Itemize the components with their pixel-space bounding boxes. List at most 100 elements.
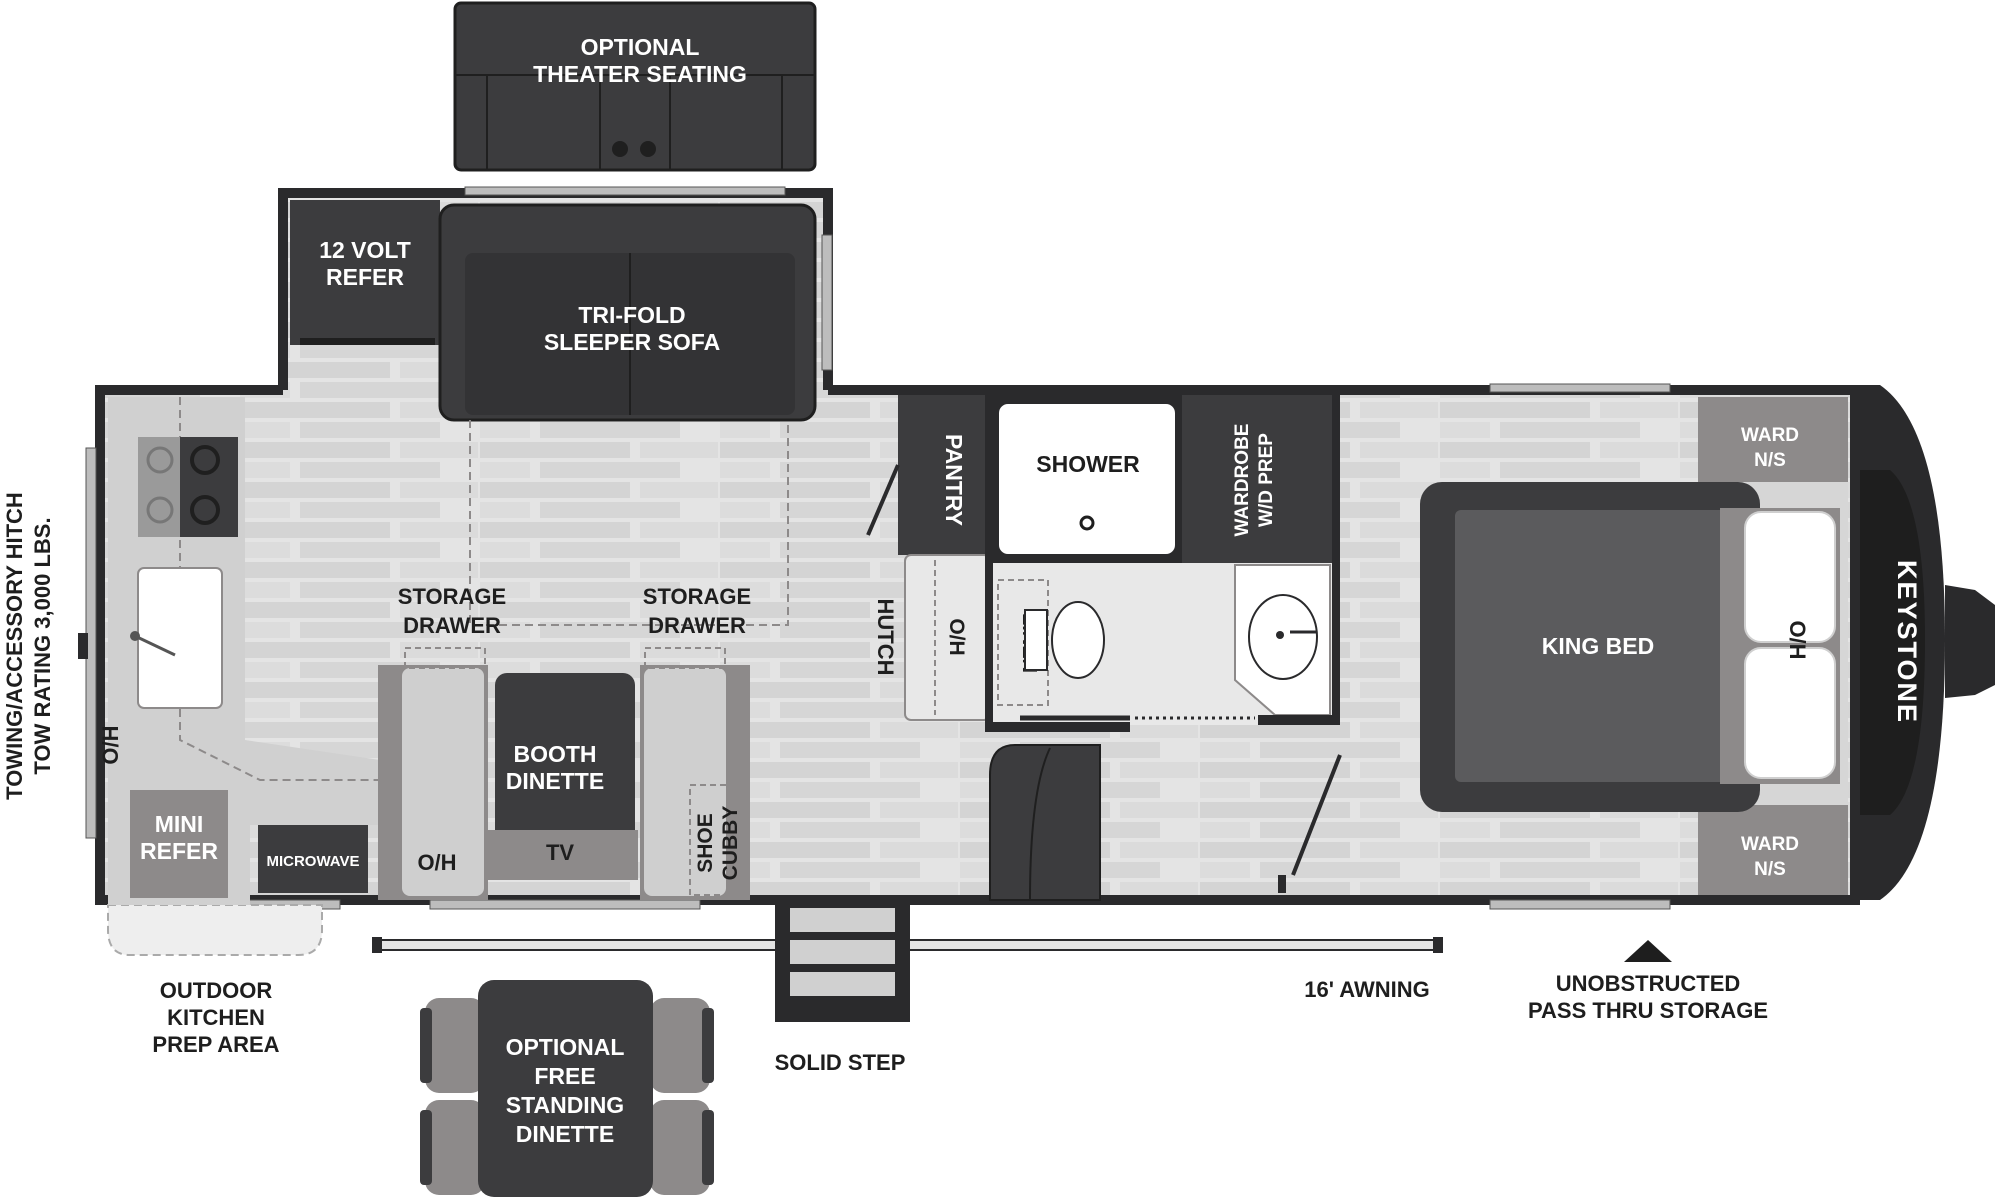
pass-thru-label: UNOBSTRUCTED <box>1556 971 1741 996</box>
storage-drawer-label: STORAGE <box>398 584 506 609</box>
pantry-hutch: PANTRY O/H HUTCH <box>866 395 991 721</box>
outdoor-kitchen-label: OUTDOOR <box>160 978 273 1003</box>
ward-bottom-label: WARD <box>1741 834 1799 855</box>
outdoor-kitchen-label: PREP AREA <box>152 1032 279 1057</box>
pantry-door <box>866 464 900 536</box>
drawer-outline <box>644 647 726 669</box>
window-dinette-bottom <box>429 899 701 910</box>
burner-icon <box>146 446 174 474</box>
12-volt-refer <box>290 200 440 345</box>
sofa-label: SLEEPER SOFA <box>544 329 720 355</box>
bath-wall <box>1332 395 1340 725</box>
dinette-oh-label: O/H <box>417 850 456 875</box>
theater-label: OPTIONAL <box>581 34 700 60</box>
wardrobe-label: W/D PREP <box>1256 433 1277 527</box>
booth-dinette-label: DINETTE <box>506 768 604 794</box>
drawer-outline <box>404 647 486 669</box>
pantry <box>898 395 988 555</box>
bedroom: WARD N/S WARD N/S KING BED O/H <box>1420 397 1848 895</box>
bath-wall <box>1258 715 1338 725</box>
wardrobe-bottom <box>1698 805 1848 895</box>
burner-icon <box>190 495 220 525</box>
slideout-top-window <box>464 186 786 196</box>
12-volt-refer-label: REFER <box>326 264 404 290</box>
toilet <box>1051 601 1105 679</box>
mini-refer-label: MINI <box>155 811 204 837</box>
booth-dinette: BOOTH DINETTE TV O/H SHOE CUBBY <box>378 647 750 900</box>
12-volt-refer-label: 12 VOLT <box>319 237 411 263</box>
ward-top-label: N/S <box>1754 450 1786 471</box>
kitchen-oh-label: O/H <box>98 725 123 764</box>
brand-logo: KEYSTONE <box>1892 560 1922 724</box>
ward-top-label: WARD <box>1741 425 1799 446</box>
entry-door-swing <box>1029 747 1051 901</box>
sofa-label: TRI-FOLD <box>578 302 685 328</box>
shoe-cubby-label: SHOE <box>694 813 717 873</box>
door-stop <box>1278 875 1286 893</box>
microwave <box>258 825 368 893</box>
storage-drawer-label: DRAWER <box>648 613 746 638</box>
chair <box>425 998 485 1093</box>
king-bed-label: KING BED <box>1542 633 1654 659</box>
mini-refer-label: REFER <box>140 838 218 864</box>
drain-icon <box>1276 631 1284 639</box>
free-dinette-label: OPTIONAL <box>506 1034 625 1060</box>
pass-thru-label: PASS THRU STORAGE <box>1528 998 1768 1023</box>
kitchen: MINI REFER MICROWAVE O/H <box>98 397 380 905</box>
wardrobe-top <box>1698 397 1848 482</box>
pantry-label: PANTRY <box>941 434 967 526</box>
tv <box>488 830 638 880</box>
hutch-label: HUTCH <box>873 599 898 676</box>
slideout-side-window <box>821 234 833 371</box>
tv-label: TV <box>546 840 574 865</box>
drain-icon <box>1079 515 1095 531</box>
theater-label: THEATER SEATING <box>533 61 747 87</box>
dinette-bench-cushion <box>644 668 726 896</box>
mattress <box>1455 510 1745 782</box>
free-dinette-label: FREE <box>534 1063 595 1089</box>
solid-step-label: SOLID STEP <box>775 1050 906 1075</box>
storage-drawer-label: DRAWER <box>403 613 501 638</box>
triangle-up-icon <box>1624 940 1672 962</box>
entry-door <box>989 744 1101 901</box>
window-bedroom-bottom <box>1489 899 1671 910</box>
cupholder-icon <box>640 141 656 157</box>
hitch-label: TOW RATING 3,000 LBS. <box>30 517 55 774</box>
shower-label: SHOWER <box>1036 451 1140 477</box>
shoe-cubby <box>689 784 746 896</box>
sink <box>137 567 223 709</box>
bath-wall <box>985 722 1130 732</box>
solid-step <box>775 900 910 1022</box>
shower <box>997 402 1177 556</box>
bedroom-door <box>1291 754 1342 876</box>
bed-oh-label: O/H <box>1785 620 1810 659</box>
storage-drawer-label: STORAGE <box>643 584 751 609</box>
window-bedroom-top <box>1489 383 1671 393</box>
outdoor-kitchen-label: KITCHEN <box>167 1005 265 1030</box>
pillow <box>1744 647 1836 779</box>
chair <box>650 1100 710 1195</box>
hitch-label: TOWING/ACCESSORY HITCH <box>2 492 27 800</box>
burner-icon <box>190 445 220 475</box>
mini-refer <box>130 790 228 898</box>
free-dinette-table <box>478 980 653 1197</box>
pillow <box>1744 511 1836 643</box>
wardrobe-label: WARDROBE <box>1232 424 1253 537</box>
bath-wall <box>985 395 993 730</box>
cupholder-icon <box>612 141 628 157</box>
hutch-oh-label: O/H <box>945 618 968 655</box>
free-dinette-label: DINETTE <box>516 1121 614 1147</box>
dinette-table <box>495 673 635 873</box>
awning-label: 16' AWNING <box>1304 977 1429 1002</box>
shoe-cubby-label: CUBBY <box>719 806 742 881</box>
dinette-bench-cushion <box>402 668 484 896</box>
front-cap-panel <box>1858 470 1925 815</box>
faucet-icon <box>134 634 176 657</box>
microwave-label: MICROWAVE <box>266 853 359 870</box>
booth-dinette-label: BOOTH <box>513 741 596 767</box>
bathroom: SHOWER WARDROBE W/D PREP LINEN <box>985 395 1340 732</box>
slide-furniture: 12 VOLT REFER TRI-FOLD SLEEPER SOFA <box>290 200 817 626</box>
kingpin <box>1945 585 1995 698</box>
optional-free-standing-dinette: OPTIONAL FREE STANDING DINETTE <box>420 980 714 1197</box>
